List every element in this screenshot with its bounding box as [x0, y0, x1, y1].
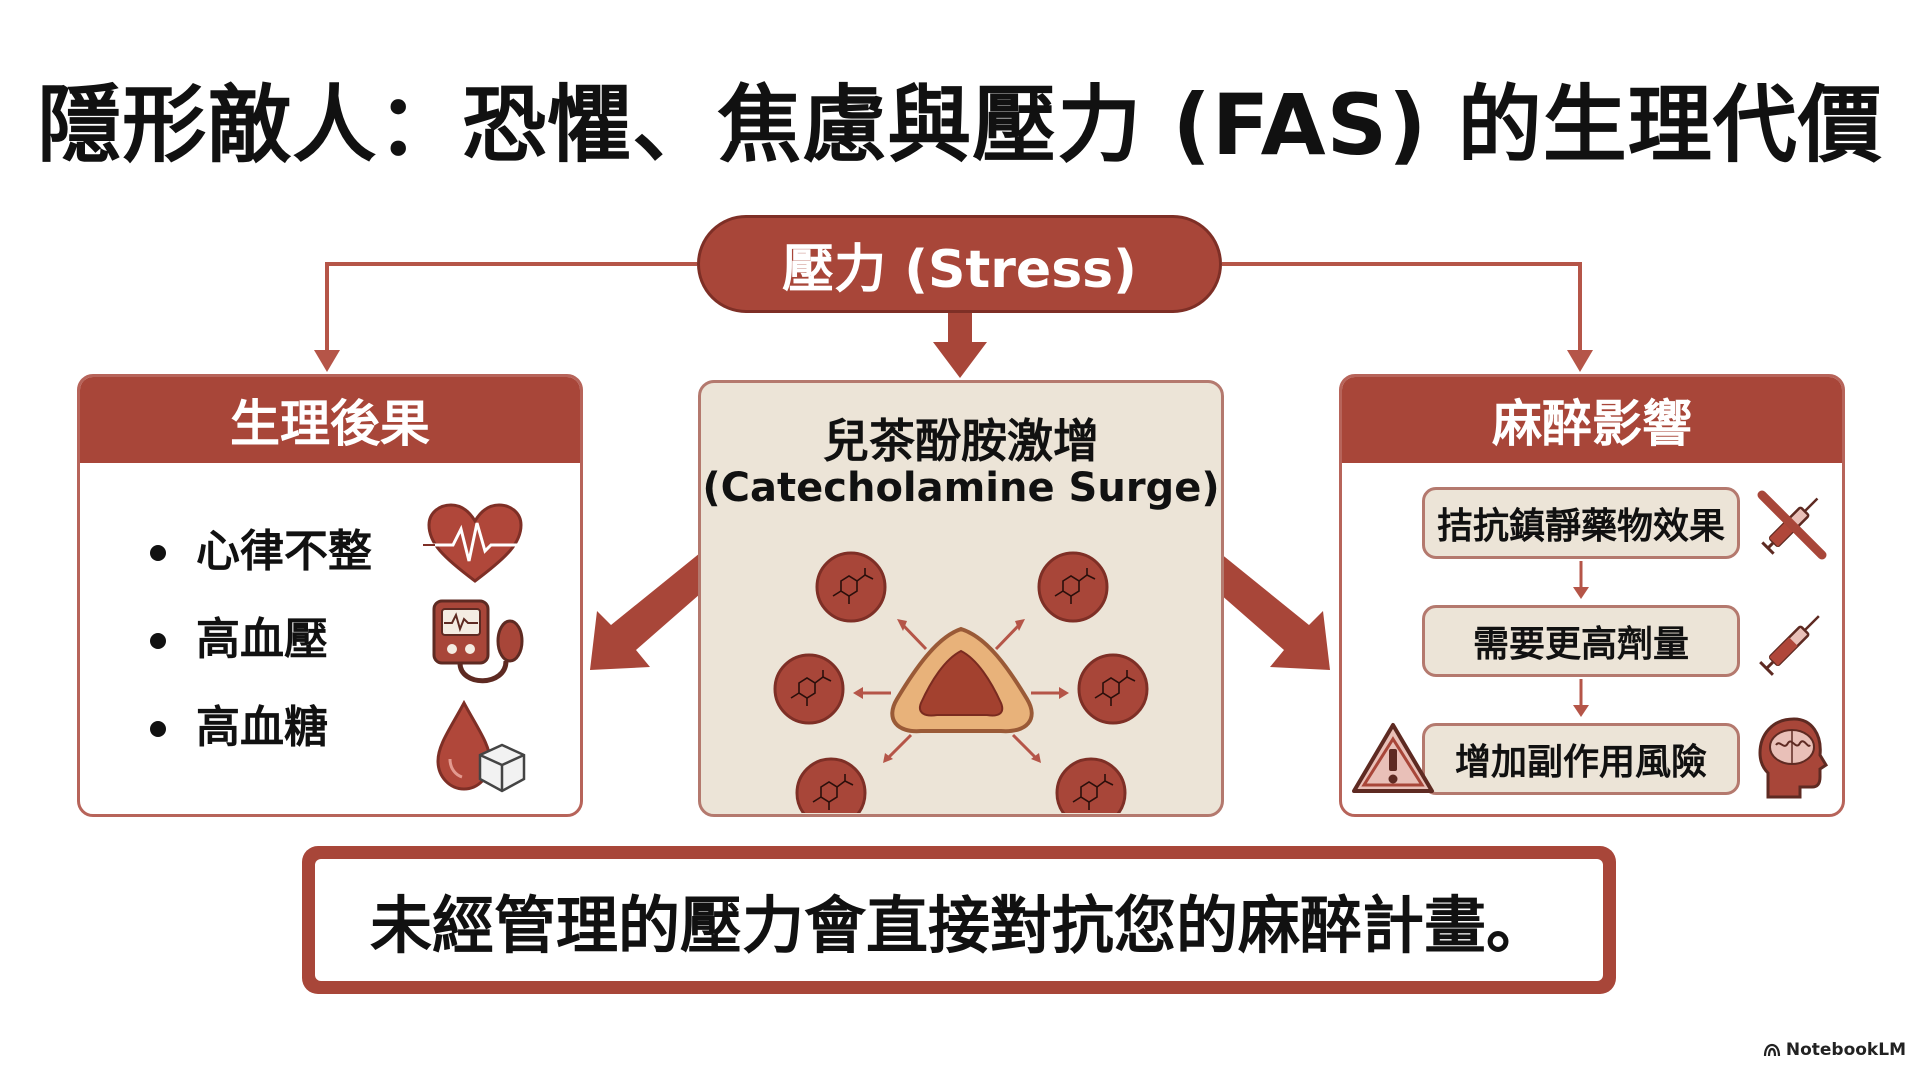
step-increase-side-effects: 增加副作用風險 — [1422, 723, 1740, 795]
connector-to-right — [1222, 262, 1582, 352]
list-item: 心律不整 — [150, 527, 372, 615]
head-brain-icon — [1758, 717, 1829, 799]
conclusion-text: 未經管理的壓力會直接對抗您的麻醉計畫。 — [315, 859, 1603, 981]
blood-pressure-monitor-icon — [432, 599, 524, 684]
arrow-to-anesthesia — [1196, 553, 1330, 670]
step-arrows — [1573, 561, 1589, 717]
page-title: 隱形敵人：恐懼、焦慮與壓力 (FAS) 的生理代價 — [37, 76, 1883, 174]
anesthesia-impact-panel: 麻醉影響 拮抗鎮靜藥物效果 需要更高劑量 增加副作用風險 — [1339, 374, 1845, 817]
arrowhead-right — [1567, 350, 1593, 372]
center-subtitle: (Catecholamine Surge) — [702, 465, 1220, 511]
adrenal-gland-icon — [890, 626, 1034, 734]
list-item: 高血壓 — [150, 615, 372, 703]
physiological-consequences-panel: 生理後果 心律不整 高血壓 高血糖 — [77, 374, 583, 817]
catecholamine-molecule-icon — [795, 757, 867, 813]
arrowhead-left — [314, 350, 340, 372]
release-arrows — [859, 621, 1063, 761]
watermark-text: NotebookLM — [1785, 1040, 1906, 1060]
catecholamine-molecule-icon — [815, 551, 887, 623]
catecholamine-molecule-icon — [1055, 757, 1127, 813]
step-higher-dose: 需要更高劑量 — [1422, 605, 1740, 677]
syringe-icon — [1759, 615, 1820, 676]
catecholamine-illustration — [773, 551, 1149, 813]
consequence-list: 心律不整 高血壓 高血糖 — [150, 527, 372, 791]
catecholamine-molecule-icon — [1077, 653, 1149, 725]
stress-node: 壓力 (Stress) — [697, 215, 1222, 313]
list-item: 高血糖 — [150, 703, 372, 791]
conclusion-banner: 未經管理的壓力會直接對抗您的麻醉計畫。 — [302, 846, 1616, 994]
arrow-to-consequences — [590, 553, 724, 670]
notebooklm-watermark: NotebookLM — [1763, 1040, 1906, 1060]
notebooklm-logo-icon — [1763, 1043, 1780, 1057]
center-title: 兒茶酚胺激增 — [823, 414, 1099, 468]
connector-to-left — [325, 262, 697, 352]
panel-title: 生理後果 — [80, 377, 580, 463]
blood-drop-sugar-cube-icon — [436, 699, 526, 793]
catecholamine-molecule-icon — [1037, 551, 1109, 623]
catecholamine-surge-panel: 兒茶酚胺激增 (Catecholamine Surge) — [698, 380, 1224, 817]
arrow-down-center — [933, 313, 987, 378]
panel-title: 麻醉影響 — [1342, 377, 1842, 463]
crossed-syringe-icon — [1757, 490, 1827, 560]
step-antagonize-sedation: 拮抗鎮靜藥物效果 — [1422, 487, 1740, 559]
catecholamine-molecule-icon — [773, 653, 845, 725]
warning-triangle-icon — [1352, 723, 1434, 793]
heart-ecg-icon — [423, 503, 527, 583]
